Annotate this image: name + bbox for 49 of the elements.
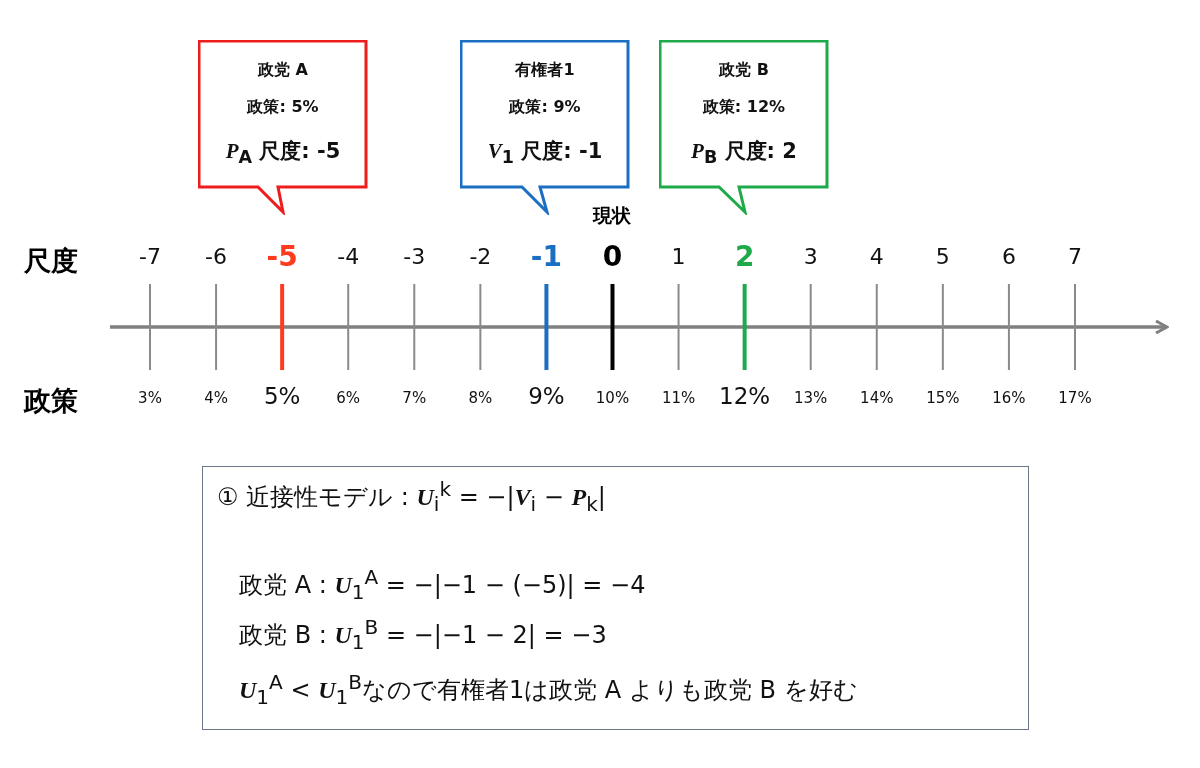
scale-value: -2 bbox=[469, 244, 492, 269]
policy-value: 3% bbox=[138, 389, 162, 407]
speech-bubble bbox=[659, 40, 829, 215]
bubble-text: 有権者1 bbox=[514, 60, 576, 81]
scale-value: 2 bbox=[734, 240, 755, 273]
policy-value: 11% bbox=[661, 389, 696, 407]
bubble-text: 政策: 9% bbox=[508, 97, 582, 118]
scale-value: 4 bbox=[869, 244, 884, 269]
scale-value: 5 bbox=[935, 244, 950, 269]
scale-value: -4 bbox=[337, 244, 360, 269]
policy-value: 14% bbox=[860, 389, 894, 407]
policy-value: 7% bbox=[402, 389, 427, 407]
row-heading: 政策 bbox=[24, 384, 78, 418]
policy-value: 17% bbox=[1058, 389, 1092, 407]
row-heading: 尺度 bbox=[24, 244, 78, 278]
scale-value: -6 bbox=[205, 244, 228, 269]
policy-value: 9% bbox=[528, 383, 565, 409]
policy-value: 12% bbox=[719, 383, 771, 409]
formula-box bbox=[202, 466, 1029, 730]
scale-value: -3 bbox=[403, 244, 426, 269]
bubble-text: P$_{A}$ 尺度: -5 bbox=[224, 138, 342, 168]
scale-value: -5 bbox=[266, 240, 298, 273]
formula-text: ① 近接性モデル : U$_{i}$$^{k}$ = −|V$_{i}$ − P$_{k}$| bbox=[217, 477, 606, 516]
policy-value: 16% bbox=[992, 389, 1026, 407]
policy-value: 4% bbox=[204, 389, 228, 407]
formula-text: 政党 B : U$_{1}$$^{B}$ = −|−1 − 2| = −3 bbox=[239, 615, 607, 654]
scale-value: -1 bbox=[530, 240, 562, 273]
policy-value: 10% bbox=[595, 389, 630, 407]
bubble-text: 政党 A bbox=[257, 60, 309, 81]
bubble-text: 政策: 5% bbox=[246, 97, 320, 118]
status-quo-label: 現状 bbox=[593, 203, 632, 228]
bubble-text: V$_{1}$ 尺度: -1 bbox=[486, 138, 604, 168]
policy-value: 15% bbox=[926, 389, 960, 407]
scale-value: -7 bbox=[139, 244, 161, 269]
scale-value: 0 bbox=[602, 240, 623, 273]
bubble-text: P$_{B}$ 尺度: 2 bbox=[690, 138, 798, 168]
bubble-text: 政党 B bbox=[718, 60, 770, 81]
policy-value: 13% bbox=[794, 389, 828, 407]
formula-text: U$_{1}$$^{A}$ < U$_{1}$$^{B}$なので有権者1は政党 A よりも政党 B を好む bbox=[239, 670, 858, 709]
speech-bubble bbox=[198, 40, 368, 215]
scale-value: 6 bbox=[1001, 244, 1016, 269]
policy-value: 6% bbox=[336, 389, 361, 407]
policy-value: 8% bbox=[468, 389, 493, 407]
scale-value: 3 bbox=[803, 244, 818, 269]
scale-value: 7 bbox=[1067, 244, 1082, 269]
formula-text: 政党 A : U$_{1}$$^{A}$ = −|−1 − (−5)| = −4 bbox=[239, 565, 646, 604]
policy-value: 5% bbox=[263, 383, 301, 409]
scale-value: 1 bbox=[671, 244, 686, 269]
bubble-text: 政策: 12% bbox=[701, 97, 787, 118]
